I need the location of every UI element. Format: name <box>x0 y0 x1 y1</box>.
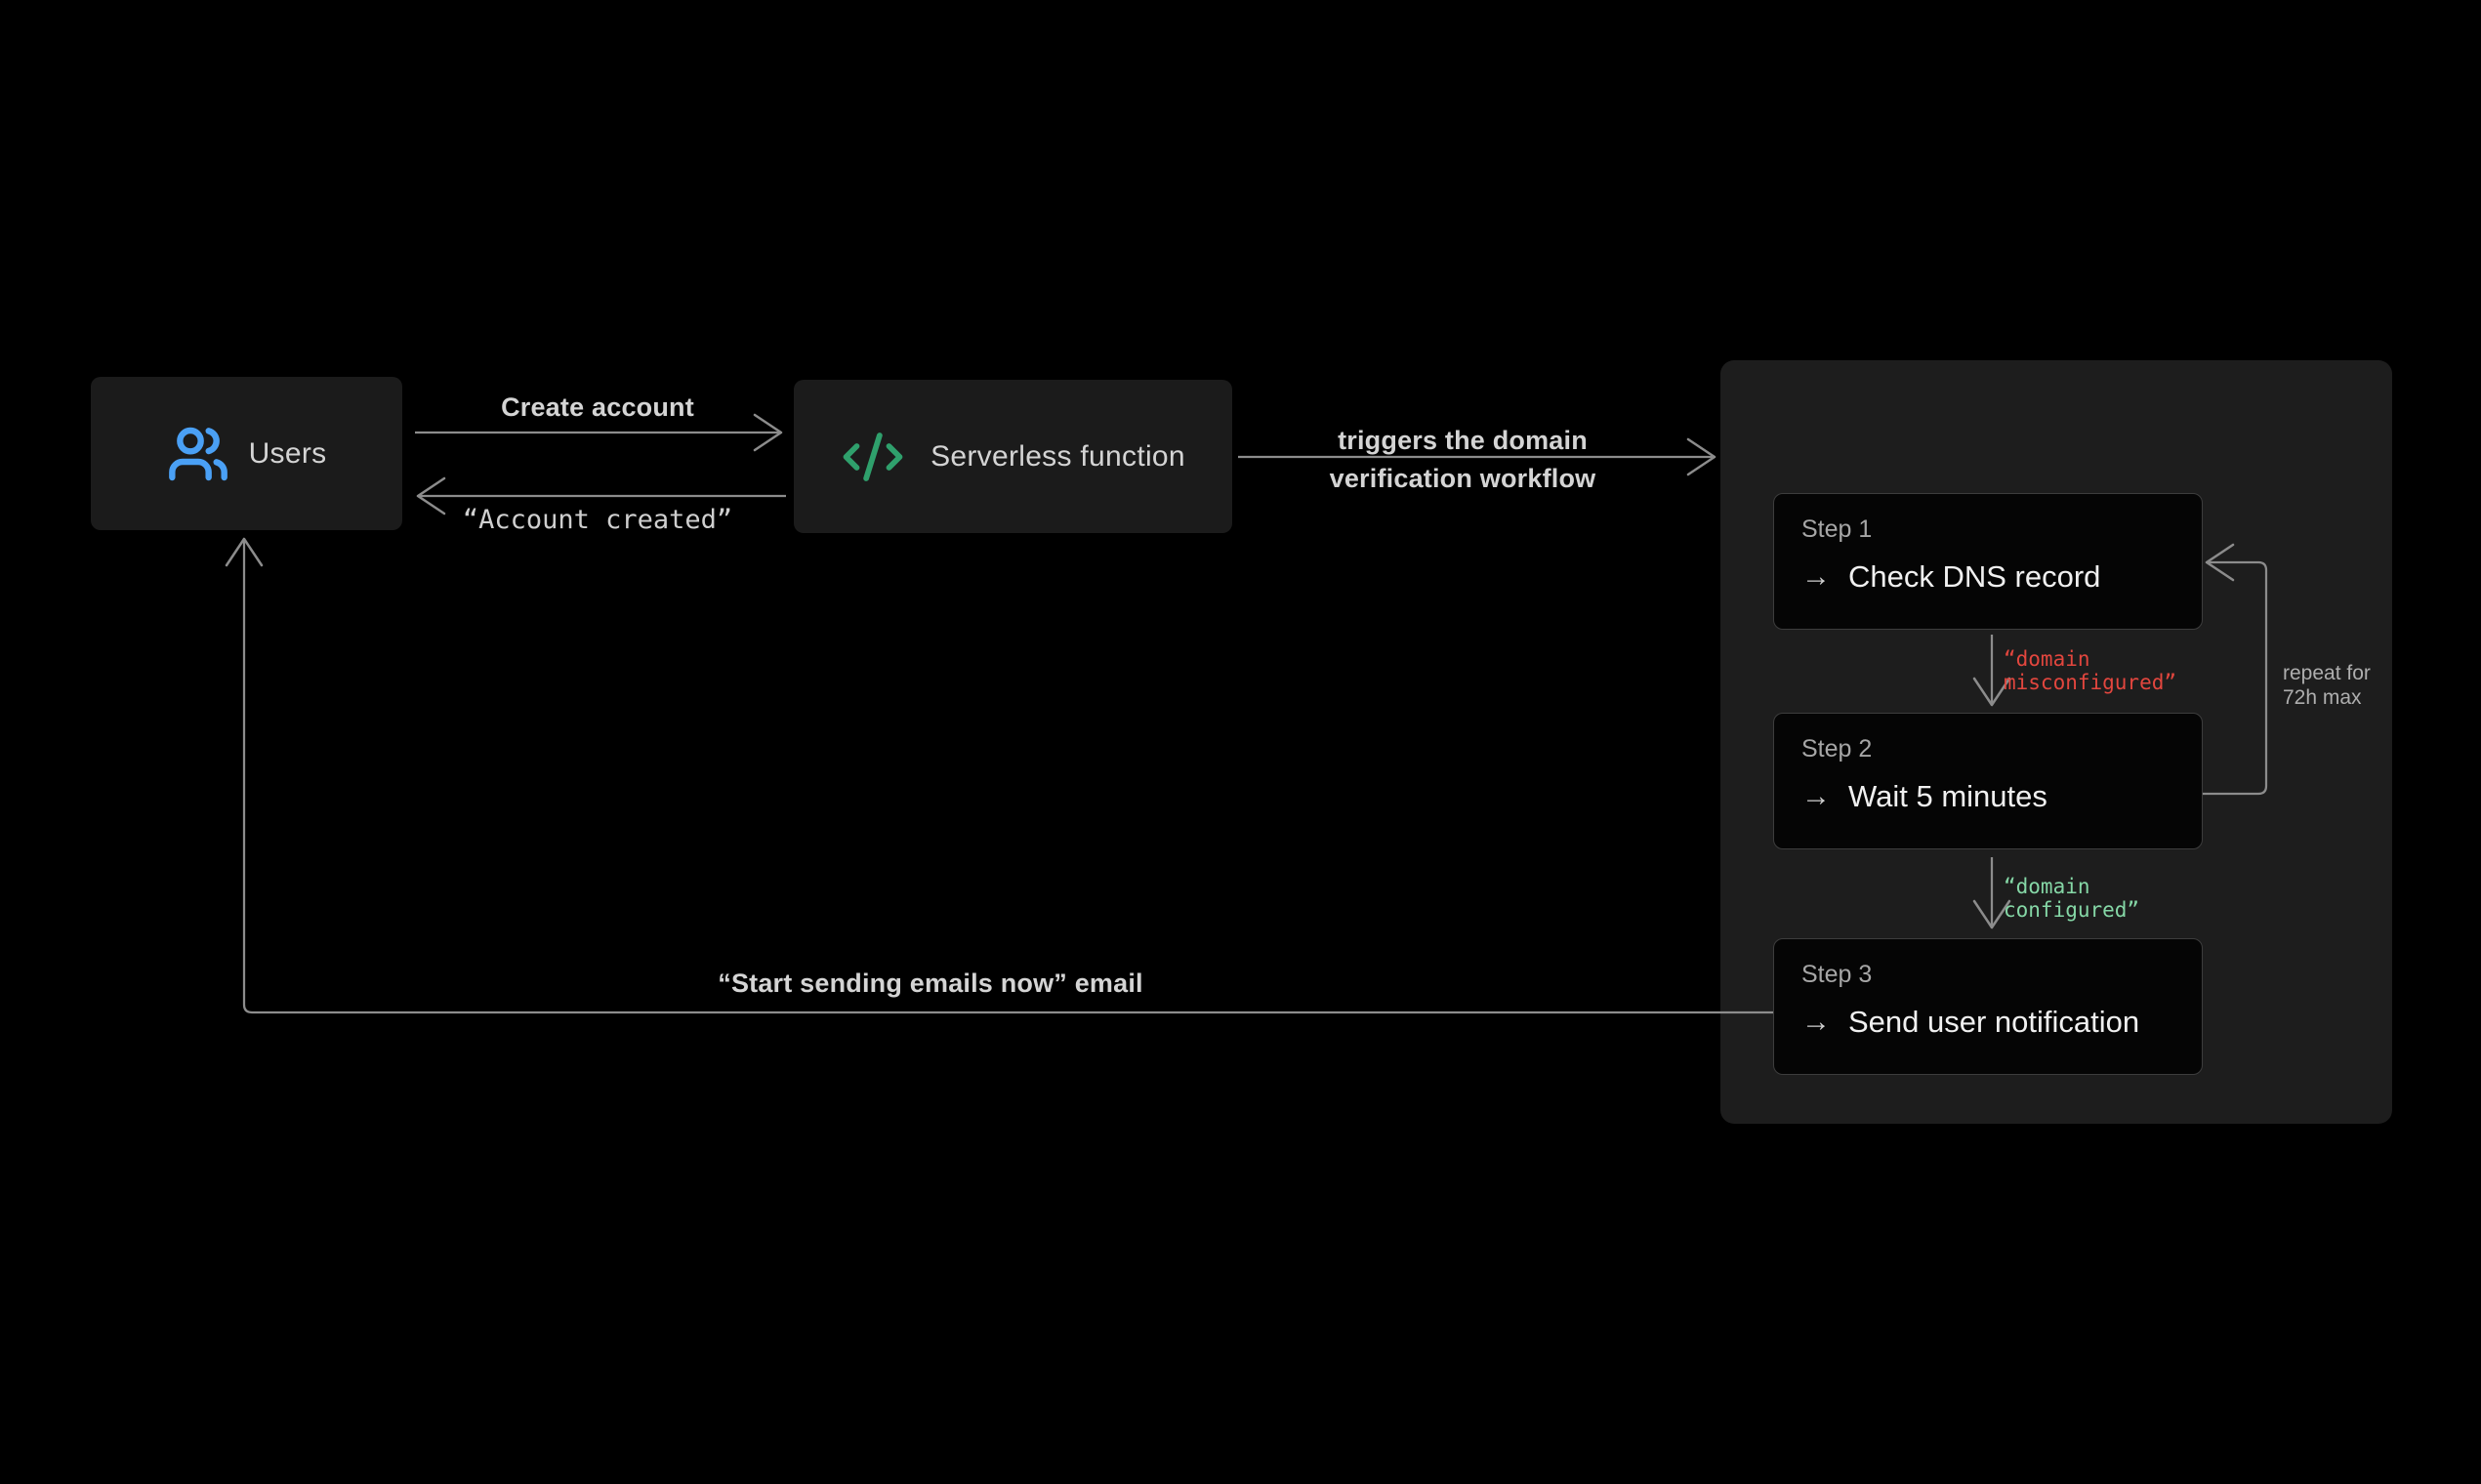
step-3-label: Step 3 <box>1801 961 1873 988</box>
step-card-2: Step 2 → Wait 5 minutes <box>1773 713 2203 849</box>
step-card-3: Step 3 → Send user notification <box>1773 938 2203 1075</box>
step-2-action: Wait 5 minutes <box>1848 779 2047 813</box>
arrow-right-icon: → <box>1801 1006 1831 1038</box>
node-serverless-function: Serverless function <box>794 380 1232 533</box>
step-2-row: → Wait 5 minutes <box>1801 779 2174 814</box>
edge-label-account-created: “Account created” <box>462 505 733 535</box>
arrow-right-icon: → <box>1801 780 1831 812</box>
node-users-label: Users <box>248 436 327 470</box>
step-1-label: Step 1 <box>1801 515 1873 543</box>
node-serverless-label: Serverless function <box>930 439 1185 473</box>
users-icon <box>168 427 227 480</box>
step-card-1: Step 1 → Check DNS record <box>1773 493 2203 630</box>
edge-label-create-account: Create account <box>501 392 694 422</box>
arrow-right-icon: → <box>1801 560 1831 593</box>
edge-label-start-sending-email: “Start sending emails now” email <box>718 969 1143 998</box>
node-users: Users <box>91 377 402 530</box>
edge-label-triggers-workflow: triggers the domain verification workflo… <box>1329 426 1596 493</box>
code-icon <box>843 432 903 481</box>
edge-label-domain-configured: “domain configured” <box>2004 875 2140 922</box>
edge-label-repeat-72h: repeat for 72h max <box>2283 662 2371 709</box>
step-3-row: → Send user notification <box>1801 1005 2174 1040</box>
edge-label-domain-misconfigured: “domain misconfigured” <box>2004 647 2177 694</box>
step-3-action: Send user notification <box>1848 1005 2140 1039</box>
edge-notify-users-line <box>225 537 1773 1014</box>
step-1-row: → Check DNS record <box>1801 559 2174 595</box>
step-2-label: Step 2 <box>1801 735 1873 763</box>
step-1-action: Check DNS record <box>1848 559 2101 594</box>
